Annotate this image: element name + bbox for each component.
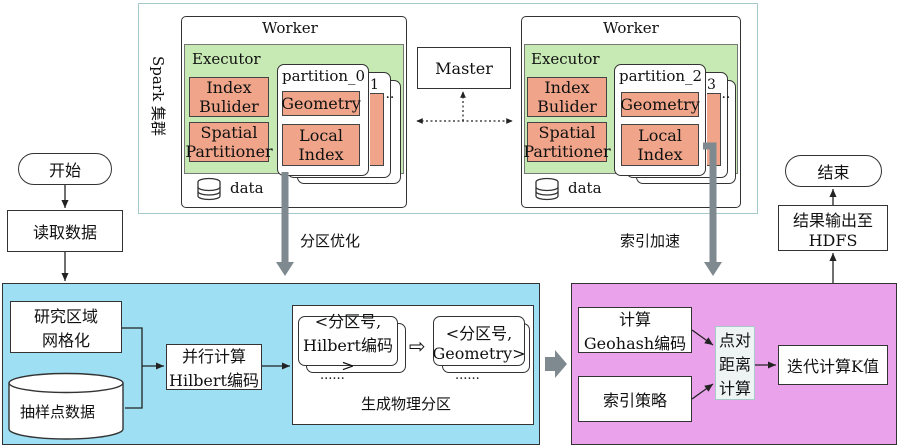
- index-strategy-step: 索引策略: [578, 376, 692, 422]
- worker-0-title: Worker: [262, 19, 318, 37]
- worker-1-title: Worker: [603, 19, 659, 37]
- data-label-1: data: [568, 179, 602, 197]
- geometry-1: Geometry: [620, 92, 700, 117]
- database-icon: [197, 177, 221, 201]
- sample-database: [8, 372, 124, 440]
- spatial-partitioner-1: Spatial Partitioner: [523, 122, 611, 162]
- partition-edge-0: [370, 93, 384, 166]
- grid-step: 研究区域 网格化: [10, 301, 122, 353]
- index-builder-0: Index Bulider: [189, 77, 269, 117]
- geohash-step: 计算 Geohash编码: [578, 307, 692, 353]
- index-accelerate-label: 索引加速: [620, 232, 681, 250]
- ellipsis-1: ......: [320, 368, 345, 383]
- read-data-step: 读取数据: [7, 210, 123, 252]
- pair-card-2: <分区号, Geometry>: [432, 316, 526, 366]
- hilbert-step: 并行计算 Hilbert编码: [166, 344, 262, 390]
- executor-0-label: Executor: [192, 50, 261, 68]
- partition-back-label-3: 3: [707, 77, 716, 93]
- partition-0-label: partition_0: [282, 67, 366, 85]
- local-index-1: Local Index: [621, 124, 699, 166]
- ellipsis-2: ......: [455, 368, 480, 383]
- partition-optimize-label: 分区优化: [300, 232, 361, 250]
- database-icon: [535, 177, 559, 201]
- physical-partition-caption: 生成物理分区: [361, 395, 452, 413]
- output-step: 结果输出至 HDFS: [778, 205, 888, 251]
- transform-arrow-icon: ⇨: [409, 334, 426, 358]
- master-node: Master: [417, 47, 511, 89]
- start-node: 开始: [18, 153, 112, 185]
- end-node: 结束: [785, 155, 882, 187]
- pair-card-1: <分区号, Hilbert编码>: [298, 312, 398, 375]
- data-label-0: data: [230, 179, 264, 197]
- sample-data-label: 抽样点数据: [20, 403, 96, 421]
- geometry-0: Geometry: [281, 91, 361, 116]
- distance-step: 点对 距离 计算: [715, 326, 755, 400]
- partition-back-label-1: 1: [370, 77, 379, 93]
- local-index-0: Local Index: [282, 124, 360, 166]
- iterate-k-step: 迭代计算K值: [778, 345, 888, 385]
- spatial-partitioner-0: Spatial Partitioner: [185, 122, 273, 162]
- partition-back-label-more: ...: [381, 86, 395, 102]
- spark-cluster: [138, 3, 758, 214]
- executor-1-label: Executor: [531, 50, 600, 68]
- partition-2-label: partition_2: [619, 67, 703, 85]
- index-builder-1: Index Bulider: [527, 77, 607, 117]
